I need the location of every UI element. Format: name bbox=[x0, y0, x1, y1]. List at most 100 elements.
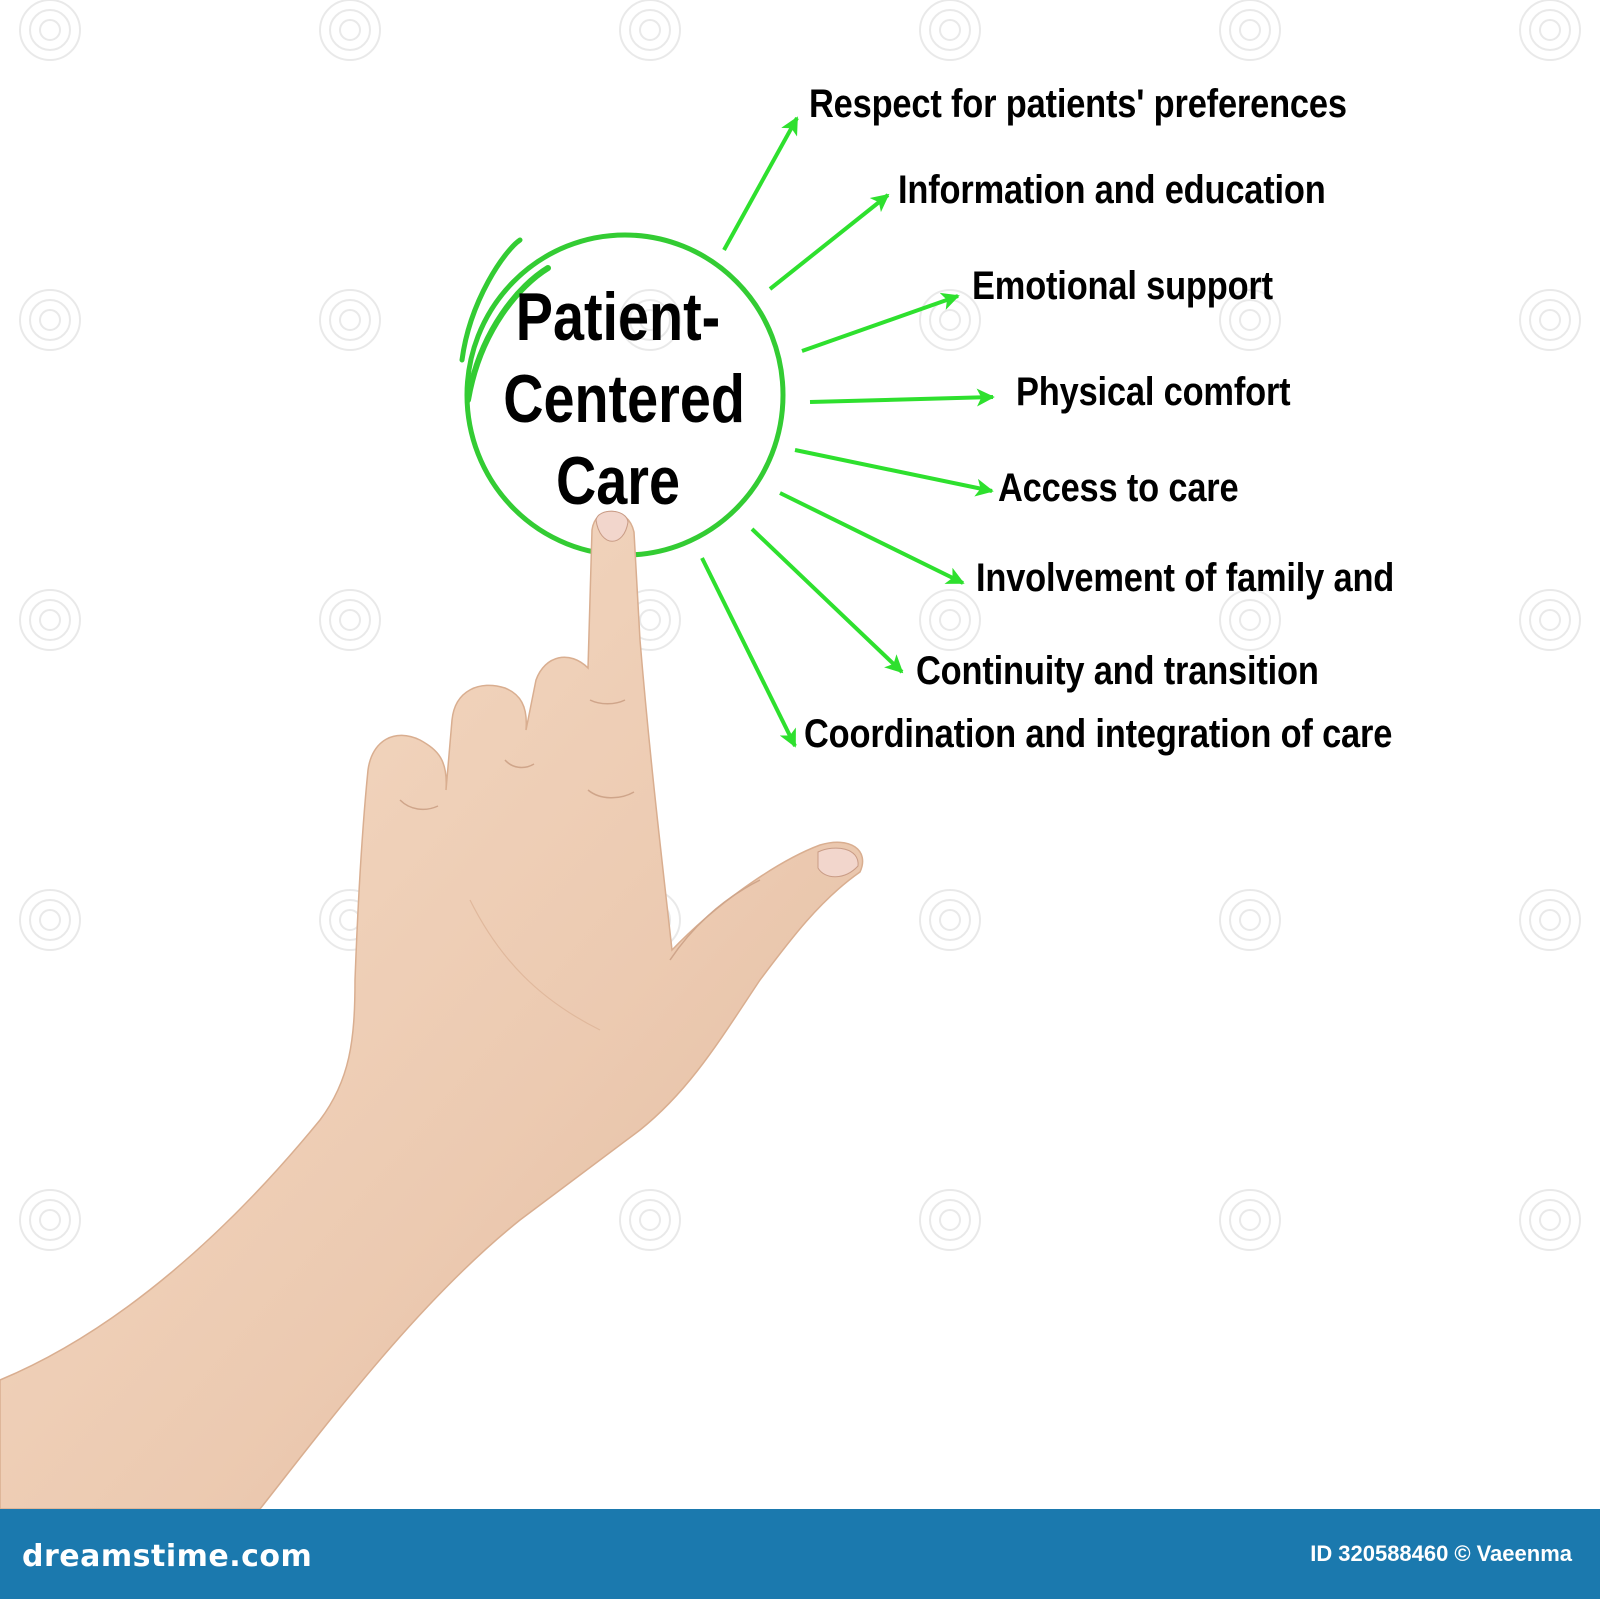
watermark-swirl bbox=[639, 1209, 661, 1231]
item-label-emotional: Emotional support bbox=[972, 264, 1273, 308]
watermark-swirl bbox=[629, 299, 671, 341]
watermark-swirl bbox=[629, 1199, 671, 1241]
watermark-swirl bbox=[1229, 599, 1271, 641]
dreamstime-watermark-icon bbox=[19, 0, 1581, 1251]
arrow-2 bbox=[768, 193, 890, 291]
watermark-swirl bbox=[1529, 1199, 1571, 1241]
watermark-swirl bbox=[939, 609, 961, 631]
watermark-swirl bbox=[19, 589, 81, 651]
watermark-swirl bbox=[939, 1209, 961, 1231]
watermark-swirl bbox=[1239, 909, 1261, 931]
arrow-4 bbox=[809, 388, 995, 407]
watermark-swirl bbox=[319, 289, 381, 351]
watermark-swirl bbox=[629, 9, 671, 51]
arrow-8 bbox=[700, 557, 797, 748]
center-title: Patient- Centered Care bbox=[503, 276, 745, 522]
watermark-swirl bbox=[639, 19, 661, 41]
image-id: 320588460 bbox=[1338, 1541, 1449, 1566]
watermark-swirl bbox=[39, 909, 61, 931]
watermark-swirl bbox=[319, 589, 381, 651]
watermark-swirl bbox=[1519, 889, 1581, 951]
watermark-swirl bbox=[1539, 309, 1561, 331]
item-label-information: Information and education bbox=[898, 168, 1326, 212]
watermark-swirl bbox=[29, 599, 71, 641]
watermark-swirl bbox=[1219, 289, 1281, 351]
item-label-coordination: Coordination and integration of care bbox=[804, 712, 1393, 756]
watermark-swirl bbox=[319, 0, 381, 61]
watermark-swirl bbox=[1519, 589, 1581, 651]
watermark-swirl bbox=[1519, 289, 1581, 351]
watermark-swirl bbox=[919, 289, 981, 351]
watermark-swirl bbox=[329, 299, 371, 341]
watermark-swirl bbox=[1229, 9, 1271, 51]
watermark-swirl bbox=[19, 289, 81, 351]
watermark-swirl bbox=[929, 599, 971, 641]
watermark-swirl bbox=[1519, 1189, 1581, 1251]
arrow-7 bbox=[750, 527, 904, 674]
watermark-swirl bbox=[1229, 299, 1271, 341]
watermark-swirl bbox=[1219, 889, 1281, 951]
watermark-swirl bbox=[1219, 589, 1281, 651]
watermark-swirl bbox=[919, 1189, 981, 1251]
arrow-1 bbox=[722, 116, 799, 251]
watermark-swirl bbox=[19, 0, 81, 61]
watermark-swirl bbox=[329, 9, 371, 51]
watermark-swirl bbox=[29, 1199, 71, 1241]
watermark-swirl bbox=[929, 899, 971, 941]
item-label-continuity: Continuity and transition bbox=[916, 649, 1319, 693]
copyright-symbol: © bbox=[1454, 1541, 1471, 1566]
watermark-swirl bbox=[329, 599, 371, 641]
watermark-swirl bbox=[339, 309, 361, 331]
watermark-swirl bbox=[339, 609, 361, 631]
watermark-swirl bbox=[619, 0, 681, 61]
item-label-respect: Respect for patients' preferences bbox=[809, 82, 1347, 126]
watermark-swirl bbox=[339, 19, 361, 41]
watermark-swirl bbox=[929, 1199, 971, 1241]
watermark-swirl bbox=[929, 299, 971, 341]
watermark-swirl bbox=[1219, 1189, 1281, 1251]
watermark-swirl bbox=[939, 909, 961, 931]
watermark-swirl bbox=[639, 309, 661, 331]
watermark-swirl bbox=[1239, 19, 1261, 41]
watermark-swirl bbox=[619, 289, 681, 351]
watermark-swirl bbox=[1529, 899, 1571, 941]
watermark-swirl bbox=[939, 19, 961, 41]
watermark-swirl bbox=[919, 889, 981, 951]
id-label: ID bbox=[1310, 1541, 1333, 1566]
watermark-swirl bbox=[29, 899, 71, 941]
hand-pointing-icon bbox=[0, 510, 864, 1509]
brand-logo[interactable]: dreamstime.com bbox=[22, 1539, 313, 1574]
watermark-swirl bbox=[39, 309, 61, 331]
watermark-swirl bbox=[1239, 309, 1261, 331]
center-title-line-1: Patient- bbox=[515, 279, 721, 355]
watermark-swirl bbox=[1229, 899, 1271, 941]
arrow-5 bbox=[794, 448, 994, 497]
author-name: Vaeenma bbox=[1476, 1541, 1572, 1566]
watermark-swirl bbox=[1219, 0, 1281, 61]
watermark-swirl bbox=[929, 9, 971, 51]
watermark-swirl bbox=[1519, 0, 1581, 61]
center-title-line-2: Centered bbox=[503, 361, 745, 437]
watermark-swirl bbox=[919, 589, 981, 651]
watermark-swirl bbox=[29, 299, 71, 341]
watermark-swirl bbox=[19, 1189, 81, 1251]
arrow-3 bbox=[801, 292, 960, 353]
watermark-swirl bbox=[939, 309, 961, 331]
watermark-swirl bbox=[1529, 9, 1571, 51]
watermark-swirl bbox=[1539, 909, 1561, 931]
watermark-swirl bbox=[1229, 1199, 1271, 1241]
arrow-6 bbox=[779, 491, 965, 585]
watermark-swirl bbox=[1539, 609, 1561, 631]
watermark-swirl bbox=[39, 1209, 61, 1231]
watermark-swirl bbox=[1239, 1209, 1261, 1231]
center-title-line-3: Care bbox=[556, 443, 680, 519]
item-label-physical: Physical comfort bbox=[1016, 370, 1291, 414]
item-label-involvement: Involvement of family and bbox=[976, 556, 1395, 600]
watermark-swirl bbox=[619, 1189, 681, 1251]
item-label-access: Access to care bbox=[998, 466, 1239, 510]
watermark-swirl bbox=[39, 19, 61, 41]
watermark-swirl bbox=[29, 9, 71, 51]
watermark-swirl bbox=[39, 609, 61, 631]
